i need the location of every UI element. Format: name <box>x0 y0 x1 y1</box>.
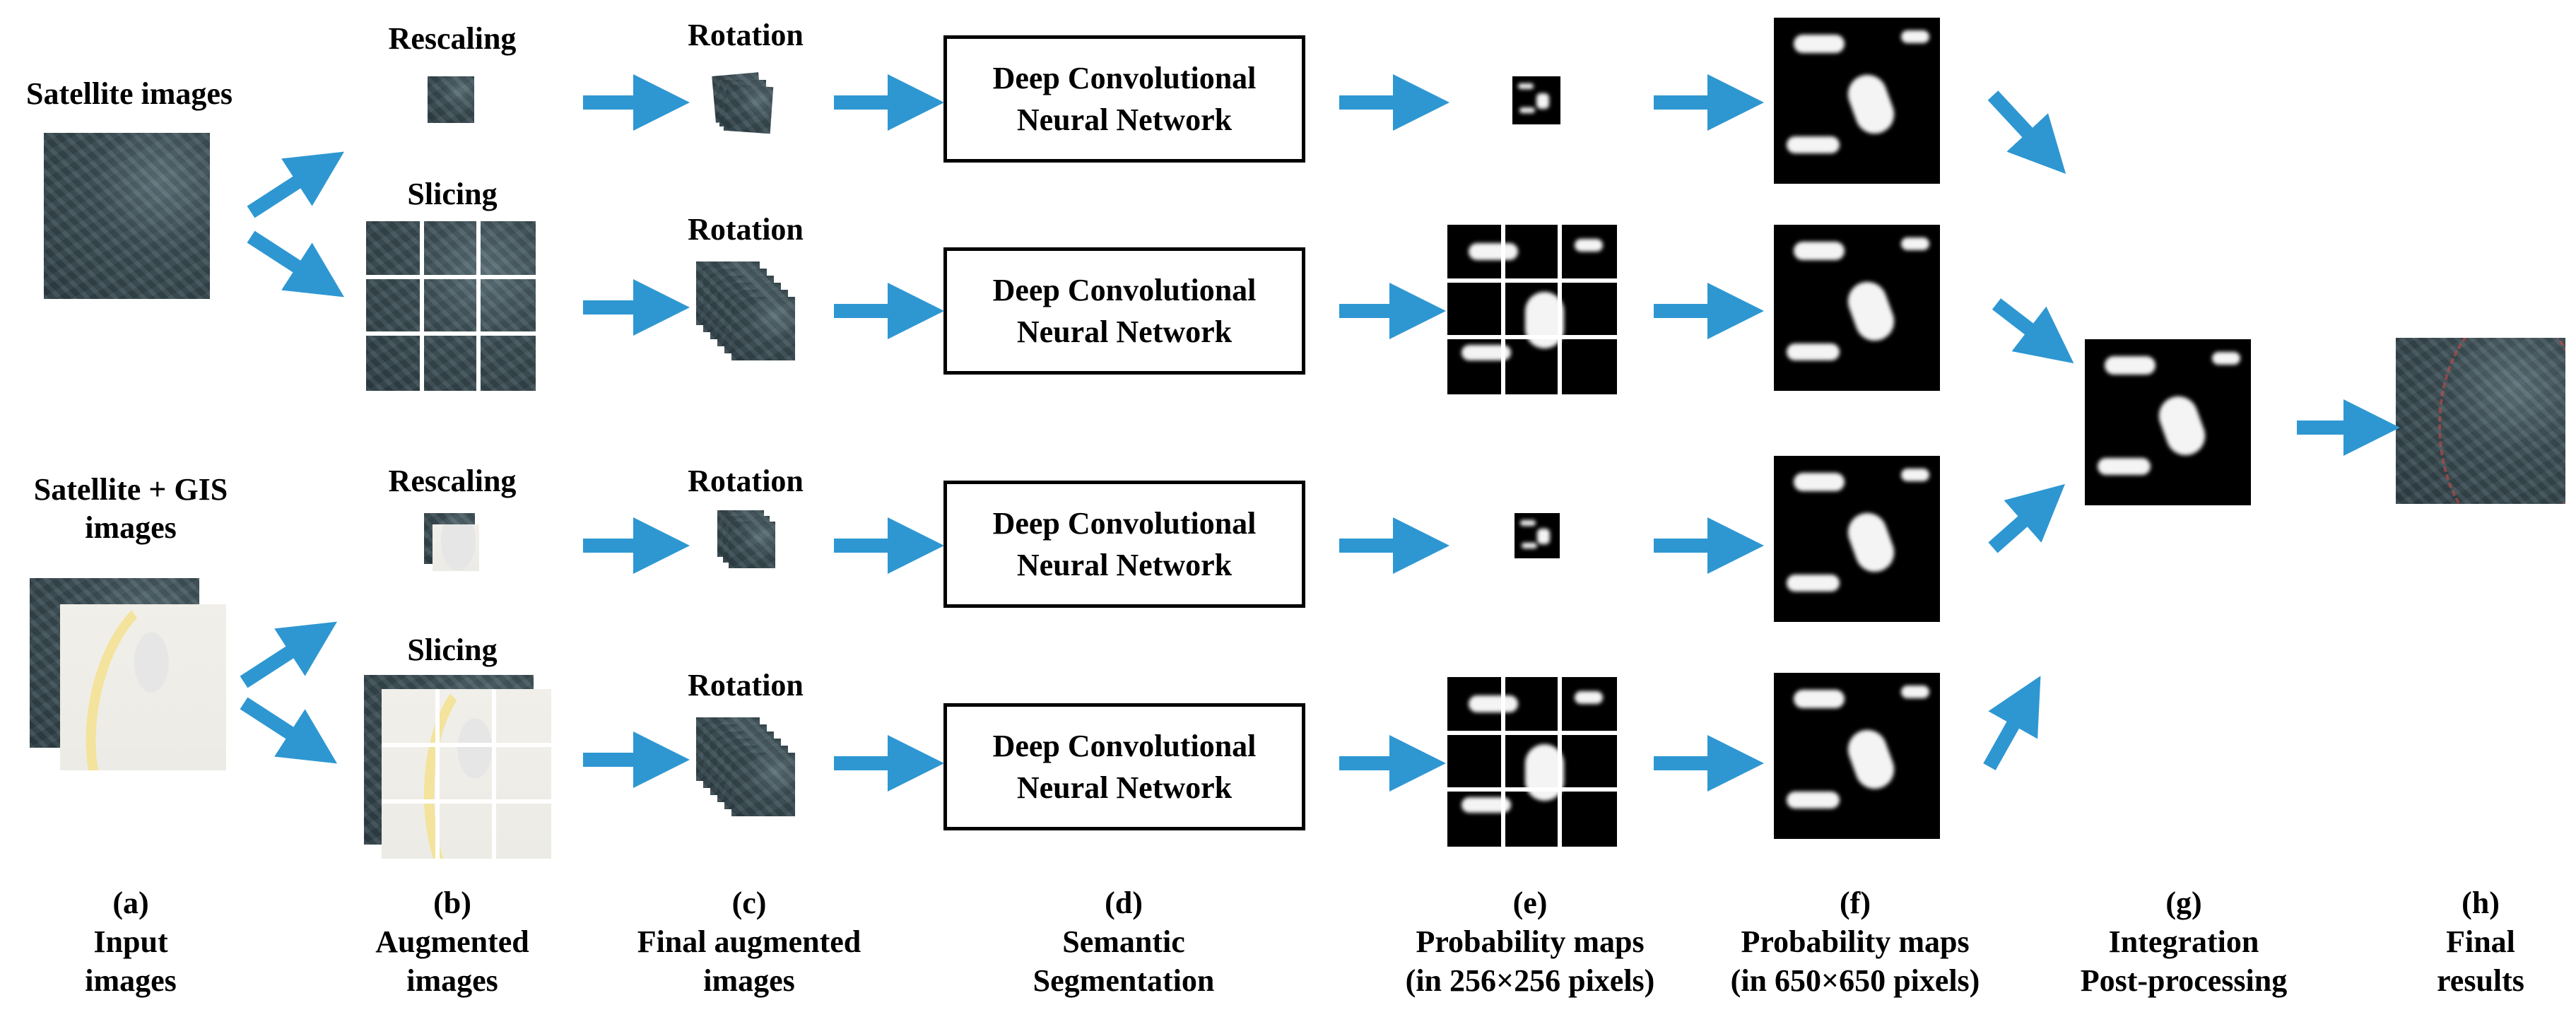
arrow-split-down-bottom <box>240 697 338 764</box>
arrow-f-g-row3 <box>1988 483 2065 553</box>
caption-letter: (g) <box>2165 886 2202 920</box>
arrow-split-down-top <box>247 230 345 298</box>
satellite-gis-label-line2: images <box>85 510 177 545</box>
prob-map-256-sliced-row2 <box>1447 225 1617 394</box>
prob-map-650-row1 <box>1774 18 1940 184</box>
caption-a: (a) Input images <box>60 883 201 1000</box>
dcnn-line1: Deep Convolutional <box>992 60 1257 95</box>
rescaling-label-bottom: Rescaling <box>388 464 517 498</box>
dcnn-box-row4: Deep Convolutional Neural Network <box>943 703 1305 830</box>
caption-line2: images <box>85 963 177 998</box>
caption-letter: (a) <box>112 886 149 920</box>
caption-line2: results <box>2437 963 2524 998</box>
prob-map-650-row4 <box>1774 673 1940 839</box>
caption-h: (h) Final results <box>2410 883 2551 1000</box>
caption-line1: Probability maps <box>1741 924 1970 959</box>
dcnn-line2: Neural Network <box>1016 548 1233 582</box>
dcnn-box-row2: Deep Convolutional Neural Network <box>943 247 1305 375</box>
dcnn-box-row3: Deep Convolutional Neural Network <box>943 481 1305 608</box>
arrow-f-g-row2 <box>1992 298 2074 364</box>
dcnn-line1: Deep Convolutional <box>992 505 1257 541</box>
slicing-label-top: Slicing <box>407 177 498 211</box>
caption-letter: (f) <box>1840 886 1871 920</box>
dcnn-line1: Deep Convolutional <box>992 272 1257 307</box>
caption-f: (f) Probability maps (in 650×650 pixels) <box>1707 883 2004 1000</box>
caption-line1: Final <box>2446 924 2515 959</box>
dcnn-line2: Neural Network <box>1016 102 1233 137</box>
caption-letter: (c) <box>731 886 767 920</box>
prob-map-256-small-row1 <box>1512 76 1560 124</box>
caption-line1: Augmented <box>375 924 529 959</box>
caption-line1: Integration <box>2108 924 2259 959</box>
caption-line2: images <box>406 963 498 998</box>
caption-line1: Probability maps <box>1416 924 1645 959</box>
caption-letter: (b) <box>433 886 471 920</box>
rescaling-label-top: Rescaling <box>388 21 517 56</box>
prob-map-256-small-row3 <box>1515 513 1560 558</box>
caption-line2: (in 256×256 pixels) <box>1405 963 1655 998</box>
caption-line2: Post-processing <box>2080 963 2288 998</box>
sliced-satellite-image <box>366 221 536 391</box>
caption-letter: (d) <box>1105 886 1143 920</box>
dcnn-box-row1: Deep Convolutional Neural Network <box>943 35 1305 163</box>
input-gis-map-image <box>60 604 226 770</box>
caption-letter: (e) <box>1512 886 1548 920</box>
arrow-f-g-row1 <box>1987 90 2066 175</box>
caption-c: (c) Final augmented images <box>622 883 876 1000</box>
arrow-split-up-bottom <box>240 621 338 688</box>
caption-d: (d) Semantic Segmentation <box>1018 883 1230 1000</box>
satellite-images-label: Satellite images <box>25 76 233 111</box>
dcnn-line2: Neural Network <box>1016 770 1233 805</box>
final-result-image <box>2396 338 2565 504</box>
caption-line2: Segmentation <box>1033 963 1215 998</box>
rescaled-gis-image <box>433 524 479 571</box>
arrow-f-g-row4 <box>1983 676 2041 770</box>
rotation-label-row4: Rotation <box>688 668 804 703</box>
caption-line1: Final augmented <box>637 924 861 959</box>
prob-map-650-row2 <box>1774 225 1940 391</box>
sliced-gis-image <box>382 689 551 859</box>
caption-line2: (in 650×650 pixels) <box>1730 963 1980 998</box>
dcnn-line2: Neural Network <box>1016 314 1233 349</box>
rotation-label-row2: Rotation <box>688 212 804 247</box>
caption-b: (b) Augmented images <box>353 883 551 1000</box>
rotation-label-row1: Rotation <box>688 18 804 52</box>
prob-map-256-sliced-row4 <box>1447 677 1617 847</box>
slicing-label-bottom: Slicing <box>407 633 498 667</box>
caption-line1: Input <box>93 924 168 959</box>
caption-line1: Semantic <box>1062 924 1185 959</box>
prob-map-650-row3 <box>1774 456 1940 622</box>
caption-line2: images <box>703 963 795 998</box>
integrated-prob-map <box>2085 339 2251 505</box>
caption-g: (g) Integration Post-processing <box>2071 883 2297 1000</box>
satellite-gis-label-line1: Satellite + GIS <box>33 472 228 507</box>
caption-letter: (h) <box>2462 886 2500 920</box>
input-satellite-image <box>44 133 210 299</box>
rescaled-satellite-image <box>428 76 474 123</box>
caption-e: (e) Probability maps (in 256×256 pixels) <box>1382 883 1678 1000</box>
rotation-label-row3: Rotation <box>688 464 804 498</box>
dcnn-line1: Deep Convolutional <box>992 728 1257 763</box>
arrow-split-up-top <box>247 151 345 218</box>
